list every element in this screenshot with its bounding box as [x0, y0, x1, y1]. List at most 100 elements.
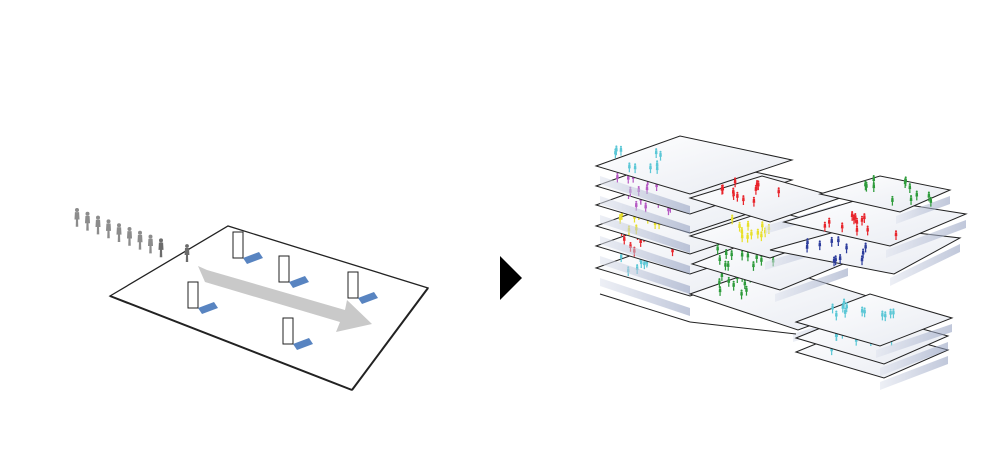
person-figure	[837, 236, 840, 246]
person-figure	[929, 196, 933, 207]
person-figure	[633, 163, 637, 174]
person-figure	[756, 180, 760, 191]
left-floor-slab	[108, 225, 430, 391]
floor-edge	[689, 321, 797, 335]
person-figure	[659, 150, 662, 161]
stacked-floors-group	[594, 135, 968, 390]
queue-person	[95, 215, 101, 235]
person-figure	[756, 228, 760, 239]
person-figure	[724, 249, 728, 259]
panels-group	[187, 231, 378, 350]
person-figure	[716, 244, 719, 255]
person-figure	[727, 276, 731, 287]
person-figure	[777, 187, 781, 198]
person-figure	[740, 227, 744, 237]
person-figure	[738, 221, 741, 232]
person-figure	[891, 195, 894, 206]
person-figure	[718, 254, 722, 265]
queue-person	[105, 219, 112, 239]
person-figure	[730, 250, 733, 260]
panel-shadow	[198, 302, 218, 314]
floor-shadow	[880, 342, 948, 376]
person-figure	[724, 260, 727, 271]
person-figure	[908, 183, 912, 193]
floor-shadow	[896, 196, 950, 224]
freestanding-panel	[278, 255, 290, 283]
person-figure	[745, 285, 748, 296]
person-figure	[740, 250, 744, 261]
person-figure	[730, 214, 734, 225]
queue-person	[158, 238, 164, 258]
floor-slab	[594, 135, 794, 195]
person-figure	[845, 243, 848, 254]
person-figure	[909, 195, 913, 205]
person-figure	[860, 215, 864, 226]
person-figure	[720, 184, 724, 195]
floor-shadow	[886, 220, 966, 258]
floor-shadow	[600, 176, 690, 214]
floor-shadow	[890, 244, 960, 286]
people-cluster	[805, 236, 867, 267]
person-figure	[618, 214, 622, 224]
panel-shadow	[293, 338, 313, 350]
person-figure	[883, 311, 887, 322]
people-cluster	[823, 211, 898, 241]
person-figure	[831, 303, 834, 314]
freestanding-panel	[282, 317, 294, 345]
person-figure	[854, 213, 857, 223]
queue-person	[84, 211, 91, 231]
floor-shadow	[880, 356, 948, 390]
floor-shadow	[775, 268, 848, 302]
floor-edge	[599, 293, 691, 323]
person-figure	[863, 213, 866, 223]
queue-person	[137, 230, 143, 250]
person-figure	[736, 191, 739, 202]
person-figure	[838, 253, 842, 264]
person-figure	[827, 217, 831, 228]
queue-person	[116, 223, 122, 242]
people-cluster	[864, 175, 933, 207]
person-figure	[752, 196, 756, 207]
person-figure	[840, 222, 844, 233]
person-figure	[894, 230, 898, 241]
queue-person	[74, 208, 80, 227]
person-figure	[860, 306, 864, 317]
person-figure	[832, 256, 836, 267]
flow-arrow	[198, 266, 372, 332]
person-figure	[616, 172, 619, 183]
person-figure	[733, 177, 737, 188]
person-figure	[866, 225, 869, 236]
floor-slab	[794, 293, 954, 347]
person-figure	[872, 182, 876, 192]
person-figure	[742, 195, 745, 205]
person-figure	[760, 221, 764, 232]
person-figure	[818, 240, 822, 251]
person-figure	[746, 220, 750, 231]
person-figure	[644, 202, 647, 213]
people-queue	[74, 208, 190, 262]
person-figure	[864, 242, 867, 253]
person-figure	[855, 225, 859, 236]
person-figure	[823, 221, 827, 232]
person-figure	[872, 175, 876, 185]
queue-person	[126, 227, 133, 246]
floor-shadow	[876, 324, 952, 358]
floor-shadow	[600, 278, 690, 316]
people-cluster	[614, 145, 662, 174]
person-figure	[726, 260, 730, 271]
person-figure	[746, 232, 749, 243]
person-figure	[842, 298, 846, 309]
person-figure	[628, 162, 631, 173]
left-floor-group	[74, 208, 430, 391]
person-figure	[861, 248, 865, 259]
person-figure	[622, 234, 626, 245]
person-figure	[615, 145, 618, 156]
queue-person	[147, 234, 154, 254]
freestanding-panel	[347, 271, 359, 299]
person-figure	[718, 278, 721, 288]
person-figure	[881, 310, 884, 321]
transition-arrow-icon	[500, 256, 522, 300]
person-figure	[619, 145, 623, 156]
person-figure	[805, 242, 809, 253]
